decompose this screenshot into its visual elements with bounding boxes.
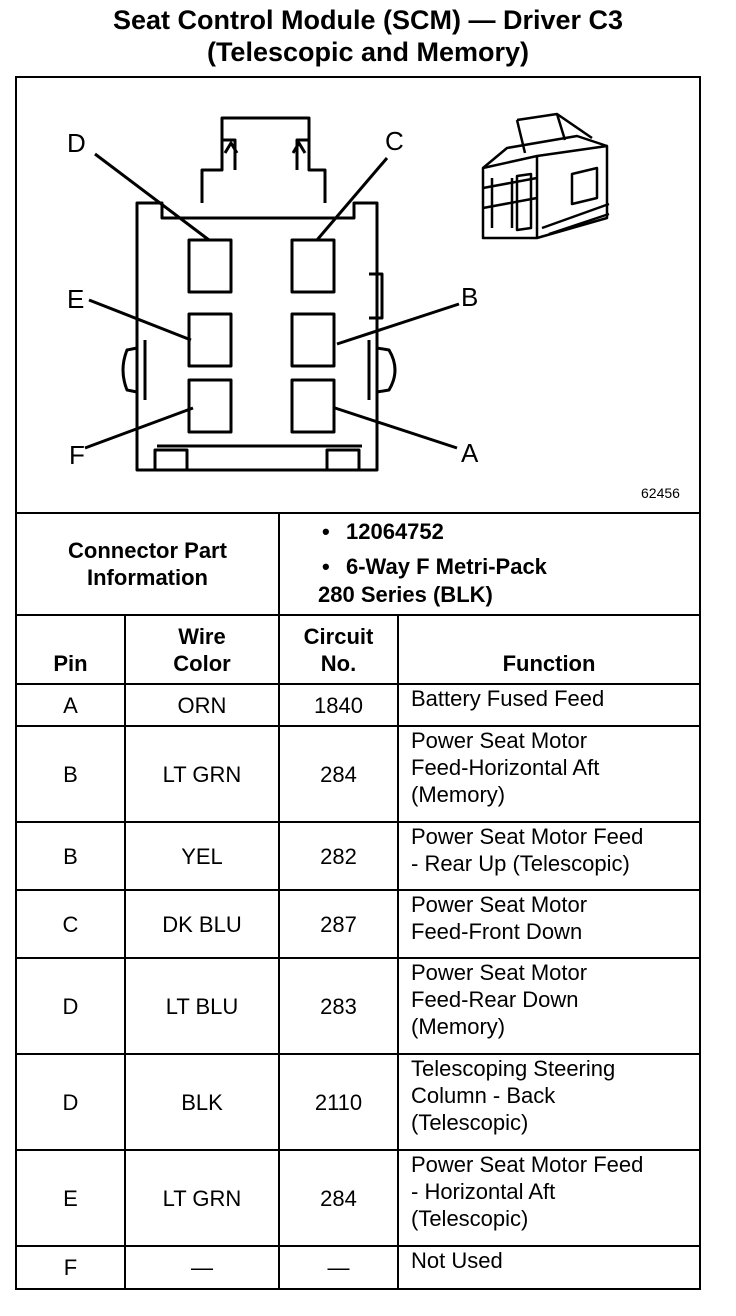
- row-2-color: LT GRN: [162, 761, 242, 787]
- row-2-circuit: 284: [320, 761, 357, 787]
- latch-inner: [220, 138, 311, 170]
- row-3-pin: B: [63, 843, 78, 869]
- connector-info-label-line-2: Information: [87, 565, 208, 590]
- row-separator-2: [15, 821, 701, 823]
- info-divider: [278, 512, 280, 616]
- connector-body-outline: [135, 201, 379, 472]
- bullet: •: [322, 554, 330, 579]
- label-e: E: [67, 284, 84, 314]
- figure-number: 62456: [641, 485, 680, 501]
- row-2-function: Power Seat Motor Feed-Horizontal Aft (Me…: [411, 728, 600, 807]
- column-divider-2: [278, 614, 280, 1290]
- row-4-color: DK BLU: [162, 911, 242, 937]
- side-clip-right: [376, 346, 397, 394]
- header-wire-color: Wire Color: [173, 623, 231, 676]
- latch-teeth: [223, 141, 307, 154]
- label-f: F: [69, 440, 85, 470]
- title-line-2: (Telescopic and Memory): [206, 37, 530, 67]
- row-6-pin: D: [62, 1089, 79, 1115]
- row-7-pin: E: [63, 1185, 78, 1211]
- label-c: C: [385, 126, 404, 156]
- title-line-1: Seat Control Module (SCM) — Driver C3: [112, 5, 624, 35]
- info-separator: [15, 614, 701, 616]
- row-separator-4: [15, 957, 701, 959]
- connector-iso-view: [481, 112, 610, 240]
- connector-diagram: D C E B F A 62456: [67, 112, 680, 501]
- connector-info-label-line-1: Connector Part: [68, 538, 227, 563]
- row-separator-6: [15, 1149, 701, 1151]
- row-separator-7: [15, 1245, 701, 1247]
- cavity-c: [290, 238, 336, 294]
- row-4-circuit: 287: [320, 911, 357, 937]
- row-2-pin: B: [63, 761, 78, 787]
- leader-f: [84, 406, 194, 450]
- column-divider-1: [124, 614, 126, 1290]
- row-5-pin: D: [62, 993, 79, 1019]
- row-5-color: LT BLU: [165, 993, 239, 1019]
- part-number: 12064752: [346, 519, 444, 544]
- cavity-b: [290, 312, 336, 368]
- connector-desc-item: • 6-Way F Metri-Pack 280 Series (BLK): [318, 553, 547, 609]
- row-8-color: —: [191, 1255, 213, 1280]
- row-1-function: Battery Fused Feed: [411, 686, 605, 711]
- row-separator-3: [15, 889, 701, 891]
- label-d: D: [67, 128, 86, 158]
- row-3-color: YEL: [181, 843, 223, 869]
- row-1-circuit: 1840: [314, 692, 363, 718]
- row-7-function: Power Seat Motor Feed - Horizontal Aft (…: [411, 1152, 644, 1231]
- row-6-color: BLK: [181, 1089, 223, 1115]
- connector-desc-line-1: 6-Way F Metri-Pack: [346, 554, 547, 579]
- cavity-d: [187, 238, 233, 294]
- header-separator: [15, 683, 701, 685]
- row-7-color: LT GRN: [162, 1185, 242, 1211]
- row-6-function: Telescoping Steering Column - Back (Tele…: [411, 1056, 616, 1135]
- leader-b: [336, 302, 460, 346]
- connector-side-ridge: [369, 272, 384, 320]
- row-5-circuit: 283: [320, 993, 357, 1019]
- leader-d: [94, 152, 210, 242]
- side-clip-left: [121, 346, 138, 394]
- cavity-a: [290, 378, 336, 434]
- row-8-pin: F: [63, 1255, 78, 1280]
- connector-bottom-tabs: [153, 448, 361, 470]
- connector-latch: [200, 116, 327, 203]
- column-divider-3: [397, 614, 399, 1290]
- row-1-pin: A: [63, 692, 78, 718]
- leader-a: [334, 406, 458, 450]
- page-title: Seat Control Module (SCM) — Driver C3 (T…: [0, 4, 736, 68]
- row-8-function: Not Used: [411, 1248, 503, 1273]
- connector-info-label: Connector Part Information: [17, 514, 278, 614]
- header-circuit-no: Circuit No.: [303, 623, 374, 676]
- row-separator-1: [15, 725, 701, 727]
- leader-e: [88, 298, 192, 342]
- row-6-circuit: 2110: [314, 1089, 363, 1115]
- cavity-e: [187, 312, 233, 368]
- connector-desc-line-2: 280 Series (BLK): [318, 582, 493, 607]
- row-4-pin: C: [62, 911, 79, 937]
- row-3-circuit: 282: [320, 843, 357, 869]
- bullet: •: [322, 519, 330, 544]
- diagram-separator: [15, 512, 701, 514]
- header-pin: Pin: [53, 651, 88, 676]
- row-separator-5: [15, 1053, 701, 1055]
- leader-c: [315, 157, 389, 241]
- label-b: B: [461, 282, 478, 312]
- row-1-color: ORN: [177, 692, 227, 718]
- connector-info-details: • 12064752 • 6-Way F Metri-Pack 280 Seri…: [318, 518, 547, 609]
- cavity-f: [187, 378, 233, 434]
- label-a: A: [461, 438, 479, 468]
- row-4-function: Power Seat Motor Feed-Front Down: [411, 892, 588, 944]
- row-5-function: Power Seat Motor Feed-Rear Down (Memory): [411, 960, 588, 1039]
- part-number-item: • 12064752: [318, 518, 547, 546]
- row-8-circuit: —: [327, 1255, 350, 1280]
- row-7-circuit: 284: [320, 1185, 357, 1211]
- header-function: Function: [502, 651, 596, 676]
- row-3-function: Power Seat Motor Feed - Rear Up (Telesco…: [411, 824, 644, 876]
